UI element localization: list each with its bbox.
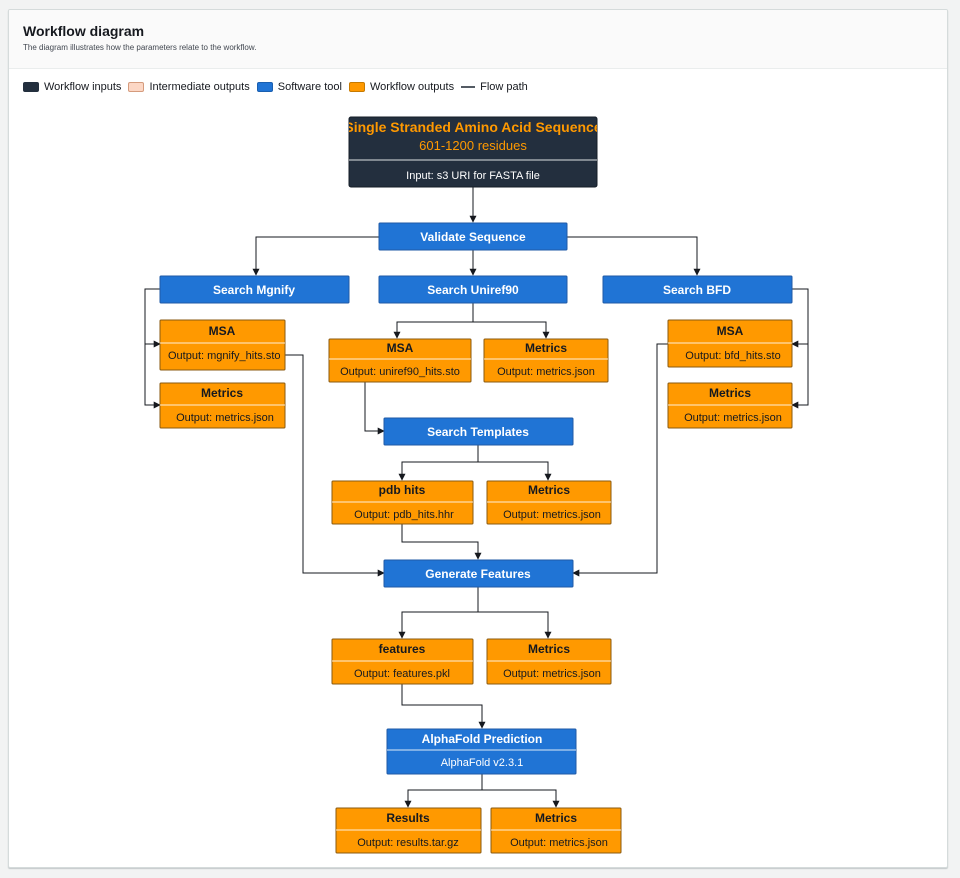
output-title: MSA xyxy=(387,341,414,355)
generate-features-node: Generate Features xyxy=(383,559,574,588)
edge-mgnify-msa-to-features xyxy=(285,354,385,577)
legend-item-intermediate-outputs: Intermediate outputs xyxy=(128,81,250,93)
input-title: Single Stranded Amino Acid Sequence xyxy=(344,119,601,135)
output-detail: Output: features.pkl xyxy=(354,668,450,680)
alphafold-prediction-node: AlphaFold Prediction AlphaFold v2.3.1 xyxy=(386,728,577,775)
output-detail: Output: uniref90_hits.sto xyxy=(340,366,460,378)
search-uniref90-node: Search Uniref90 xyxy=(378,275,568,304)
legend-item-flow-path: Flow path xyxy=(461,81,528,93)
edge-alphafold-to-metrics xyxy=(482,789,560,808)
features-metrics-output: Metrics Output: metrics.json xyxy=(486,638,612,685)
mgnify-msa-output: MSA Output: mgnify_hits.sto xyxy=(159,319,286,371)
edge-templates-to-metrics xyxy=(478,461,552,481)
legend-item-workflow-outputs: Workflow outputs xyxy=(348,81,455,93)
flow-edges xyxy=(144,187,809,808)
edge-bfd-msa-to-features xyxy=(572,343,668,577)
workflow-inputs-swatch xyxy=(23,82,39,92)
output-title: Metrics xyxy=(535,811,577,825)
output-detail: Output: mgnify_hits.sto xyxy=(168,350,281,362)
edge-uniref90-to-metrics xyxy=(473,321,550,339)
search-mgnify-node: Search Mgnify xyxy=(159,275,350,304)
edge-templates-to-pdb-hits xyxy=(398,444,479,481)
card-header: Workflow diagram The diagram illustrates… xyxy=(9,10,947,69)
generate-features-label: Generate Features xyxy=(425,567,531,581)
legend-label: Workflow inputs xyxy=(44,81,122,93)
edge-features-to-metrics xyxy=(478,611,552,639)
validate-sequence-label: Validate Sequence xyxy=(420,230,526,244)
edge-uniref-msa-to-templates xyxy=(364,381,385,435)
legend-item-workflow-inputs: Workflow inputs xyxy=(23,81,121,93)
legend-label: Software tool xyxy=(277,81,342,93)
workflow-input-node: Single Stranded Amino Acid Sequence 601-… xyxy=(344,116,601,188)
edge-validate-to-bfd xyxy=(567,236,701,276)
edge-features-to-features-out xyxy=(398,586,479,639)
legend-label: Intermediate outputs xyxy=(149,81,250,93)
bfd-msa-output: MSA Output: bfd_hits.sto xyxy=(667,319,793,368)
search-templates-node: Search Templates xyxy=(383,417,574,446)
output-title: Metrics xyxy=(201,386,243,400)
output-title: Results xyxy=(386,811,430,825)
output-title: MSA xyxy=(717,324,744,338)
edge-mgnify-to-metrics xyxy=(144,344,161,409)
output-detail: Output: bfd_hits.sto xyxy=(685,350,780,362)
edge-mgnify-to-msa xyxy=(144,288,161,348)
legend-label: Workflow outputs xyxy=(369,81,455,93)
edge-validate-to-mgnify xyxy=(252,236,379,276)
output-detail: Output: metrics.json xyxy=(176,412,274,424)
uniref-msa-output: MSA Output: uniref90_hits.sto xyxy=(328,338,472,383)
edge-pdb-hits-to-features xyxy=(401,523,482,560)
results-metrics-output: Metrics Output: metrics.json xyxy=(490,807,622,854)
output-detail: Output: metrics.json xyxy=(684,412,782,424)
output-detail: Output: results.tar.gz xyxy=(357,837,459,849)
output-detail: Output: metrics.json xyxy=(503,668,601,680)
output-detail: Output: metrics.json xyxy=(503,509,601,521)
flow-path-swatch xyxy=(461,86,476,88)
output-title: Metrics xyxy=(525,341,567,355)
input-subtitle: 601-1200 residues xyxy=(419,138,527,153)
output-detail: Output: metrics.json xyxy=(510,837,608,849)
workflow-outputs-swatch xyxy=(348,82,365,92)
uniref-metrics-output: Metrics Output: metrics.json xyxy=(483,338,609,383)
intermediate-outputs-swatch xyxy=(128,82,145,92)
bfd-metrics-output: Metrics Output: metrics.json xyxy=(667,382,793,429)
alphafold-prediction-label: AlphaFold Prediction xyxy=(422,732,543,746)
edge-alphafold-to-results xyxy=(404,774,483,808)
edge-bfd-to-metrics xyxy=(791,344,809,409)
card-title: Workflow diagram xyxy=(23,23,145,39)
alphafold-version-label: AlphaFold v2.3.1 xyxy=(441,757,524,769)
pdb-hits-output: pdb hits Output: pdb_hits.hhr xyxy=(331,480,474,525)
search-bfd-node: Search BFD xyxy=(602,275,793,304)
output-title: Metrics xyxy=(709,386,751,400)
search-mgnify-label: Search Mgnify xyxy=(213,283,295,297)
search-templates-label: Search Templates xyxy=(427,425,529,439)
legend-item-software-tool: Software tool xyxy=(256,81,342,93)
edge-features-out-to-alphafold xyxy=(401,684,486,729)
legend: Workflow inputs Intermediate outputs Sof… xyxy=(23,80,535,94)
templates-metrics-output: Metrics Output: metrics.json xyxy=(486,480,612,525)
output-title: MSA xyxy=(209,324,236,338)
mgnify-metrics-output: Metrics Output: metrics.json xyxy=(159,382,286,429)
software-tool-swatch xyxy=(256,82,273,92)
edge-bfd-to-msa xyxy=(791,288,809,348)
output-title: features xyxy=(379,642,426,656)
output-detail: Output: pdb_hits.hhr xyxy=(354,509,454,521)
card-description: The diagram illustrates how the paramete… xyxy=(23,43,257,52)
input-detail: Input: s3 URI for FASTA file xyxy=(406,170,540,182)
output-title: Metrics xyxy=(528,642,570,656)
output-detail: Output: metrics.json xyxy=(497,366,595,378)
output-title: pdb hits xyxy=(379,483,426,497)
validate-sequence-node: Validate Sequence xyxy=(378,222,568,251)
search-bfd-label: Search BFD xyxy=(663,283,731,297)
edge-uniref90-to-msa xyxy=(393,302,474,339)
legend-label: Flow path xyxy=(480,81,528,93)
results-output: Results Output: results.tar.gz xyxy=(335,807,482,854)
search-uniref90-label: Search Uniref90 xyxy=(427,283,519,297)
features-output: features Output: features.pkl xyxy=(331,638,474,685)
output-title: Metrics xyxy=(528,483,570,497)
